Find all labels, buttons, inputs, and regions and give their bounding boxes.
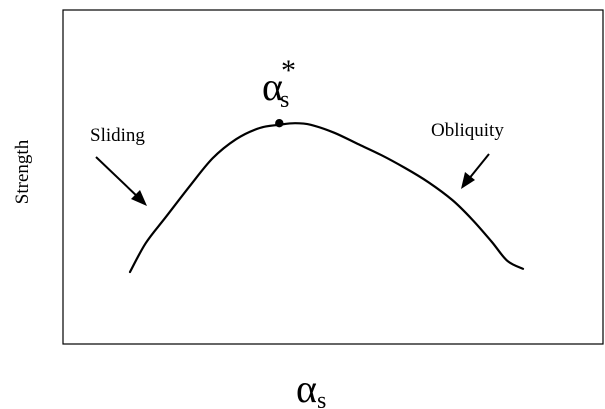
strength-curve-0 [128,122,525,274]
peak-label: α*s [262,54,296,113]
curve-layer [128,119,525,274]
sliding-annotation-label: Sliding [90,125,145,146]
y-axis-label: Strength [12,139,33,204]
x-axis-label: αs [296,366,326,409]
obliquity-annotation-label: Obliquity [431,120,504,141]
sliding-arrow [95,156,147,206]
obliquity-arrow [461,153,490,189]
peak-point [275,119,284,128]
plot-frame [62,9,604,345]
peak-label-superscript: * [281,54,296,87]
x-axis-label-symbol: α [296,366,317,409]
x-axis-label-subscript: s [317,388,326,409]
peak-label-symbol: α [262,64,283,109]
peak-label-subscript: s [280,87,289,113]
